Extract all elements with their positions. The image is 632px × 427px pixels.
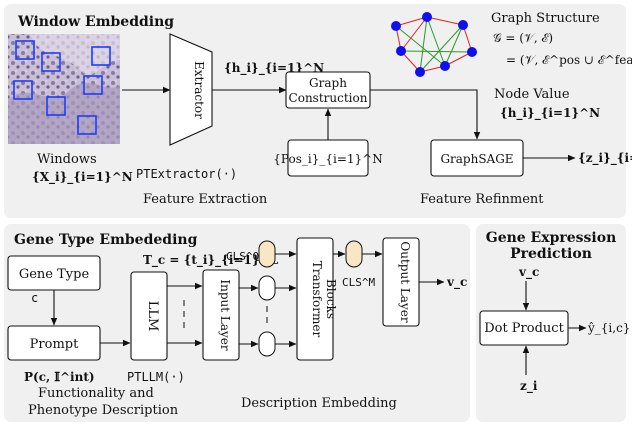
window-box	[91, 46, 111, 66]
window-box	[83, 75, 103, 95]
graph-node	[422, 12, 432, 22]
functionality-line1: Functionality and	[38, 386, 154, 401]
y-hat-label: ŷ_{i,c}	[587, 321, 630, 335]
zi-input-label: z_i	[520, 379, 538, 394]
output-layer-label: Output Layer	[398, 241, 412, 322]
graph-node	[458, 20, 468, 30]
clsm-token	[345, 240, 363, 268]
transformer-blocks-box	[296, 237, 334, 361]
cls0-token	[258, 240, 276, 268]
tissue-image	[8, 34, 120, 144]
input-layer-label: Input Layer	[218, 279, 232, 351]
node-value-equation: {h_i}_{i=1}^N	[500, 106, 600, 121]
graph-node	[391, 21, 401, 31]
pt-extractor-label: PTExtractor(·)	[136, 167, 237, 181]
window-boxes	[13, 40, 111, 135]
windows-label: Windows	[37, 152, 97, 167]
vc-input-label: v_c	[518, 265, 539, 280]
llm-label: LLM	[145, 301, 160, 332]
tc-label: T_c = {t_i}_{i=1}^L	[143, 253, 279, 268]
feature-refinement-label: Feature Refinment	[420, 192, 544, 207]
gene-type-embedding-title: Gene Type Embededing	[14, 232, 198, 248]
gene-type-label: Gene Type	[19, 267, 90, 282]
graph-equation-1: 𝒢 = (𝒱, ℰ)	[493, 31, 553, 45]
graph-node	[467, 47, 477, 57]
graph-structure-title: Graph Structure	[491, 11, 600, 26]
extractor-label: Extractor	[192, 61, 206, 119]
z-output-label: {z_i}_{i=1}^N	[578, 151, 632, 166]
description-embedding-label: Description Embedding	[241, 396, 397, 411]
dot-product-label: Dot Product	[484, 321, 564, 336]
window-embedding-title: Window Embedding	[17, 14, 174, 30]
transformer-line1: Transformer	[310, 261, 324, 338]
window-box	[13, 80, 33, 100]
window-box	[15, 40, 35, 60]
prompt-formula: P(c, 𝕀^int)	[24, 370, 95, 384]
transformer-line2: Blocks	[324, 279, 338, 319]
pt-llm-label: PTLLM(·)	[127, 370, 185, 384]
graph-construction-line2: Construction	[289, 91, 368, 105]
input-layer-box	[202, 269, 240, 361]
token-top	[258, 275, 276, 301]
window-box	[77, 115, 97, 135]
cls0-label: CLS^0	[226, 250, 259, 263]
graph-equation-2: = (𝒱, ℰ^pos ∪ ℰ^fea)	[506, 53, 632, 67]
functionality-line2: Phenotype Description	[28, 403, 179, 418]
vc-output-label: v_c	[446, 275, 467, 290]
graphsage-label: GraphSAGE	[440, 152, 513, 166]
graph-construction-line1: Graph	[309, 76, 347, 90]
prediction-title-line1: Gene Expression	[486, 230, 617, 246]
node-value-title: Node Value	[494, 87, 570, 102]
arrow-graph-to-graphsage	[370, 89, 481, 140]
c-label: c	[31, 291, 38, 305]
prompt-label: Prompt	[30, 337, 79, 352]
llm-box	[130, 271, 168, 361]
position-label: {Pos_i}_{i=1}^N	[273, 152, 382, 166]
graph-illustration	[391, 12, 477, 77]
window-box	[46, 96, 66, 116]
windows-set: {X_i}_{i=1}^N	[32, 170, 133, 185]
token-bottom	[258, 331, 276, 357]
graph-node	[396, 46, 406, 56]
feature-extraction-label: Feature Extraction	[143, 192, 268, 207]
graph-node	[415, 67, 425, 77]
graph-node	[440, 61, 450, 71]
prediction-title-line2: Prediction	[510, 246, 592, 262]
window-box	[41, 52, 61, 72]
extractor-block	[169, 33, 213, 146]
clsm-label: CLS^M	[342, 276, 375, 289]
